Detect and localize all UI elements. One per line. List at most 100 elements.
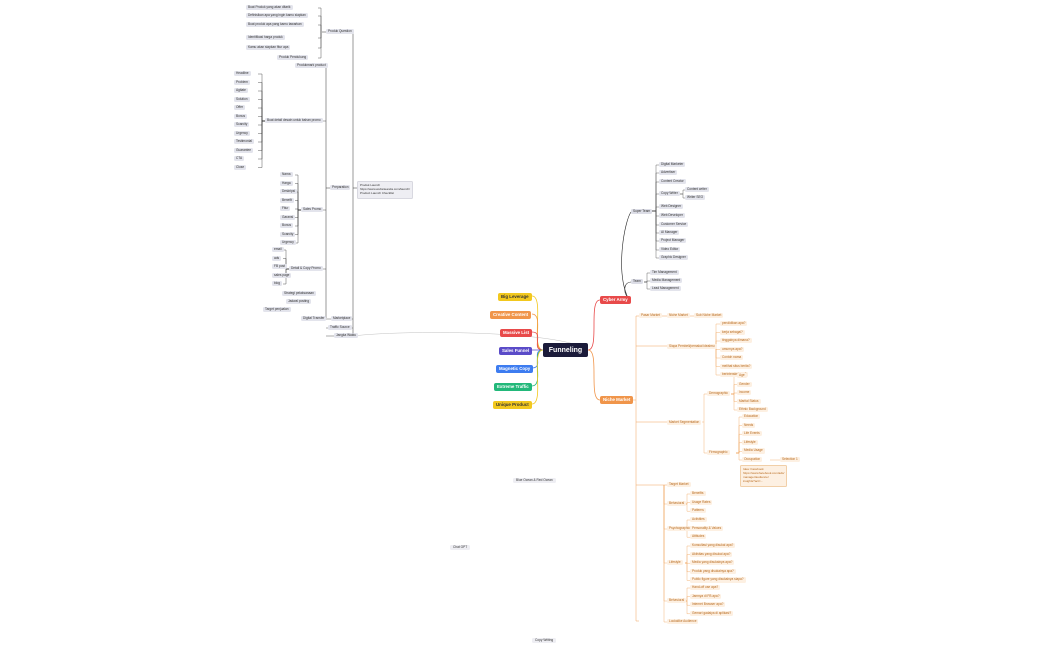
cyber-army-node[interactable]: Cyber Army [600,296,631,305]
buat-detail-item-10[interactable]: CTA [234,156,245,162]
buat-detail-node[interactable]: Buat detail desain untuk bahan promo [265,118,323,124]
buat-detail-item-8[interactable]: Testimonial [234,139,254,145]
sales-promo-item-6[interactable]: Bonus [280,223,294,229]
left-tail-item-3[interactable]: Marketplace [331,316,353,322]
detail-promo-node[interactable]: Detail & Copy Promo [289,266,323,272]
firmographic-item-0[interactable]: Education [742,414,761,420]
siapa-item-3[interactable]: umurnya apa? [720,346,745,352]
super-team-item-5[interactable]: Web Developer [659,213,685,219]
sales-promo-item-4[interactable]: Fitur [280,206,291,212]
sales-promo-item-8[interactable]: Urgency [280,240,296,246]
sales-promo-item-5[interactable]: Garansi [280,214,296,220]
super-team-item-7[interactable]: AI Manager [659,230,680,236]
product-launch-note[interactable]: Produk Launch https://www.websiteanda.co… [357,181,414,199]
occupation-child[interactable]: Selection 1 [780,457,800,463]
target-behavior2-item-1[interactable]: Jamnya di FB apa? [690,593,722,599]
demographic-item-3[interactable]: Marital Status [737,398,761,404]
target-lifestyle-item-4[interactable]: Public figure yang disukainya siapa? [690,577,746,583]
target-psycho-node[interactable]: Psychographics [667,526,694,532]
left-branch-6[interactable]: Unique Product [493,401,532,410]
target-lifestyle-item-1[interactable]: Aktivitas yang disukai apa? [690,551,733,557]
sub-niche-market-node[interactable]: Sub Niche Market [694,313,724,319]
team-node[interactable]: Team [631,279,643,285]
siapa-node[interactable]: Siapa Pembeli/pemakai idealmu [667,344,717,350]
market-segmentation-node[interactable]: Market Segmentation [667,420,702,426]
super-team-item-2[interactable]: Content Creator [659,179,686,185]
super-team-item-8[interactable]: Project Manager [659,238,687,244]
demographic-item-2[interactable]: Income [737,390,752,396]
produk-question-item-2[interactable]: Buat produk apa yang kamu tawarkan [246,22,304,28]
siapa-item-5[interactable]: melihat situs berita? [720,363,753,369]
target-behavior2-item-2[interactable]: Internet Browser apa? [690,602,726,608]
sales-promo-item-2[interactable]: Deskripsi [280,189,298,195]
target-behavior-item-2[interactable]: Patterns [690,508,706,514]
left-tail-item-4[interactable]: Digital Transfer [301,316,327,322]
team-item-0[interactable]: Tim Management [650,270,679,276]
siapa-item-2[interactable]: tinggalnya dimana? [720,338,752,344]
produk-question-item-1[interactable]: Definisikan apa yang ingin kamu siapkan [246,13,308,19]
detail-promo-item-4[interactable]: blog [272,281,283,287]
sales-promo-item-1[interactable]: Harga [280,180,293,186]
pasar-market-node[interactable]: Pasar Market [639,313,662,319]
team-item-1[interactable]: Media Management [650,278,683,284]
target-behavior2-node[interactable]: Behavioral [667,598,687,604]
target-market-node[interactable]: Target Market [667,482,691,488]
super-team-item-9[interactable]: Video Editor [659,247,681,253]
left-tail-item-6[interactable]: Jangka Waktu [334,333,359,339]
target-psycho-item-2[interactable]: Attitudes [690,534,707,540]
firmographic-item-2[interactable]: Life Events [742,431,762,437]
left-branch-1[interactable]: Creative Content [490,311,532,320]
target-behavior-node[interactable]: Behavioral [667,501,687,507]
demographic-item-0[interactable]: Age [737,373,747,379]
buat-detail-item-1[interactable]: Problem [234,79,250,85]
left-tail-item-1[interactable]: Jadwal posting [286,299,312,305]
left-tail-item-5[interactable]: Traffic Source [328,325,352,331]
copy-writer-child-0[interactable]: Content writer [685,187,709,193]
detail-promo-item-1[interactable]: ads [272,255,282,261]
produk-question-node[interactable]: Produk Question [326,29,354,35]
produk-question-item-4[interactable]: Kamu akan siapkan fitur apa [246,45,291,51]
super-team-item-6[interactable]: Customer Service [659,222,689,228]
left-branch-2[interactable]: Massive List [500,329,533,338]
super-team-item-10[interactable]: Graphic Designer [659,255,688,261]
buat-detail-item-6[interactable]: Scarcity [234,122,250,128]
lookalike-node[interactable]: Lookalike Audience [667,619,699,625]
produk-question-item-5[interactable]: Produk Pendukung [277,55,309,61]
demographic-node[interactable]: Demographic [707,391,730,397]
buat-detail-item-3[interactable]: Solution [234,96,250,102]
siapa-item-0[interactable]: pendidikan apa? [720,321,748,327]
sales-promo-node[interactable]: Sales Promo [301,207,324,213]
target-behavior-item-0[interactable]: Benefits [690,491,706,497]
sales-promo-item-0[interactable]: Nama [280,172,293,178]
left-branch-3[interactable]: Sales Funnel [499,347,533,356]
sales-promo-item-3[interactable]: Benefit [280,197,294,203]
super-team-item-3[interactable]: Copy Writer [659,191,680,197]
siapa-item-4[interactable]: Contoh nama [720,355,744,361]
firmographic-item-3[interactable]: Lifestyle [742,439,758,445]
left-tail-item-2[interactable]: Target penjualan [263,307,291,313]
buat-detail-item-7[interactable]: Urgency [234,130,250,136]
firmographic-item-1[interactable]: Needs [742,422,756,428]
central-topic-funneling[interactable]: Funneling [543,343,588,357]
demographic-item-1[interactable]: Gender [737,381,752,387]
detail-promo-item-0[interactable]: email [272,247,284,253]
niche-market-sub-node[interactable]: Niche Market [667,313,690,319]
demographic-item-4[interactable]: Ethnic Background [737,407,768,413]
target-behavior2-item-3[interactable]: Gemari gadaiya di aplikasi? [690,610,734,616]
left-branch-4[interactable]: Magnetic Copy [496,365,534,374]
niche-market-node[interactable]: Niche Market [600,396,634,405]
floating-topic-2[interactable]: Copy Writing [532,638,557,644]
buat-detail-item-0[interactable]: Headline [234,71,251,77]
super-team-item-0[interactable]: Digital Marketer [659,162,686,168]
target-behavior-item-1[interactable]: Usage Rates [690,499,713,505]
detail-promo-item-3[interactable]: sales page [272,272,292,278]
siapa-item-6[interactable]: berinteraksi apa? [720,372,749,378]
team-item-2[interactable]: Lead Management [650,286,681,292]
firmographic-item-5[interactable]: Occupation [742,457,763,463]
target-psycho-item-0[interactable]: Activities [690,517,707,523]
super-team-item-1[interactable]: Advertiser [659,170,678,176]
firmographic-node[interactable]: Firmographic [707,450,730,456]
target-psycho-item-1[interactable]: Personality & Values [690,525,724,531]
produk-question-item-3[interactable]: Identifikasi harga produk [246,35,285,41]
target-lifestyle-item-2[interactable]: Media yang disukainya apa? [690,560,735,566]
